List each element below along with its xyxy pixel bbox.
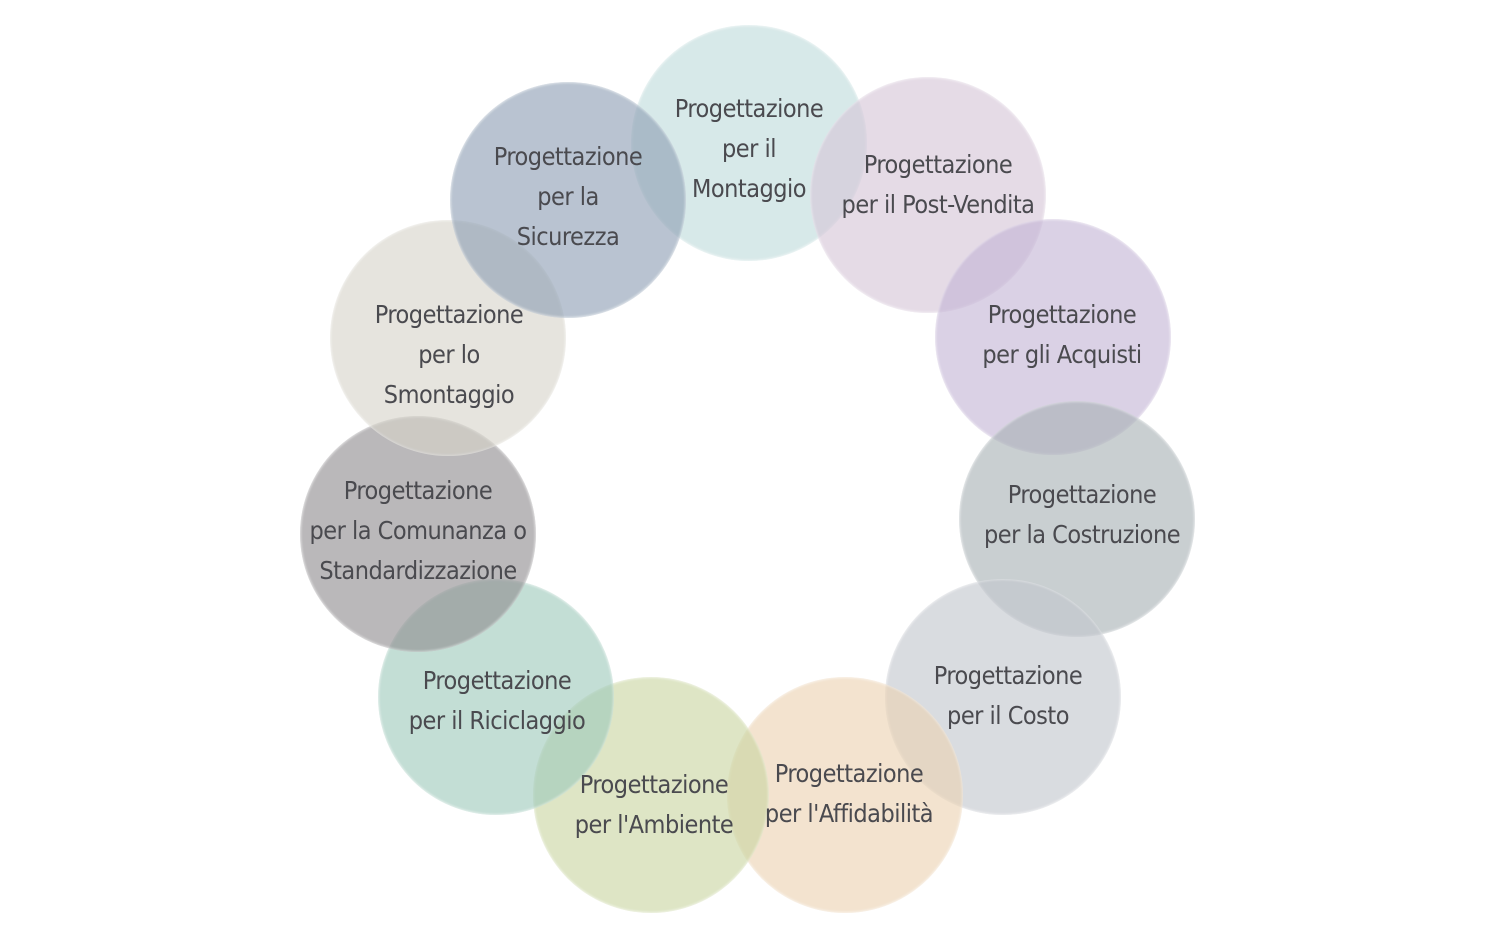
label-affidabilita: Progettazione per l'Affidabilità	[724, 754, 974, 834]
label-ambiente: Progettazione per l'Ambiente	[529, 765, 779, 845]
label-line: per il Riciclaggio	[408, 706, 586, 735]
label-line: Progettazione	[579, 770, 729, 799]
label-line: per l'Affidabilità	[764, 799, 934, 828]
label-line: per il	[721, 134, 777, 163]
label-costruzione: Progettazione per la Costruzione	[957, 475, 1207, 555]
label-comunanza: Progettazione per la Comunanza o Standardi…	[293, 471, 543, 591]
label-line: Progettazione	[863, 150, 1013, 179]
label-line: Progettazione	[493, 142, 643, 171]
label-costo: Progettazione per il Costo	[883, 656, 1133, 736]
label-line: Progettazione	[774, 759, 924, 788]
label-line: per la	[537, 182, 599, 211]
label-line: Progettazione	[374, 300, 524, 329]
circle-comunanza	[300, 416, 536, 652]
label-line: per la Costruzione	[983, 520, 1181, 549]
label-line: Montaggio	[691, 174, 807, 203]
label-line: per il Costo	[947, 701, 1069, 730]
label-sicurezza: Progettazione per la Sicurezza	[443, 137, 693, 257]
label-line: Standardizzazione	[319, 556, 517, 585]
label-line: Progettazione	[987, 300, 1137, 329]
label-line: per l'Ambiente	[574, 810, 734, 839]
label-line: Progettazione	[674, 94, 824, 123]
label-line: per la Comunanza o	[309, 516, 527, 545]
label-post-vendita: Progettazione per il Post-Vendita	[813, 145, 1063, 225]
label-line: Progettazione	[933, 661, 1083, 690]
label-line: Progettazione	[1007, 480, 1157, 509]
label-line: per gli Acquisti	[982, 340, 1142, 369]
label-line: per lo	[418, 340, 480, 369]
label-montaggio: Progettazione per il Montaggio	[624, 89, 874, 209]
label-acquisti: Progettazione per gli Acquisti	[937, 295, 1187, 375]
label-line: Smontaggio	[383, 380, 515, 409]
circle-sicurezza	[450, 82, 686, 318]
label-line: per il Post-Vendita	[841, 190, 1035, 219]
label-line: Sicurezza	[516, 222, 620, 251]
label-riciclaggio: Progettazione per il Riciclaggio	[372, 661, 622, 741]
label-line: Progettazione	[422, 666, 572, 695]
label-line: Progettazione	[343, 476, 493, 505]
label-smontaggio: Progettazione per lo Smontaggio	[324, 295, 574, 415]
